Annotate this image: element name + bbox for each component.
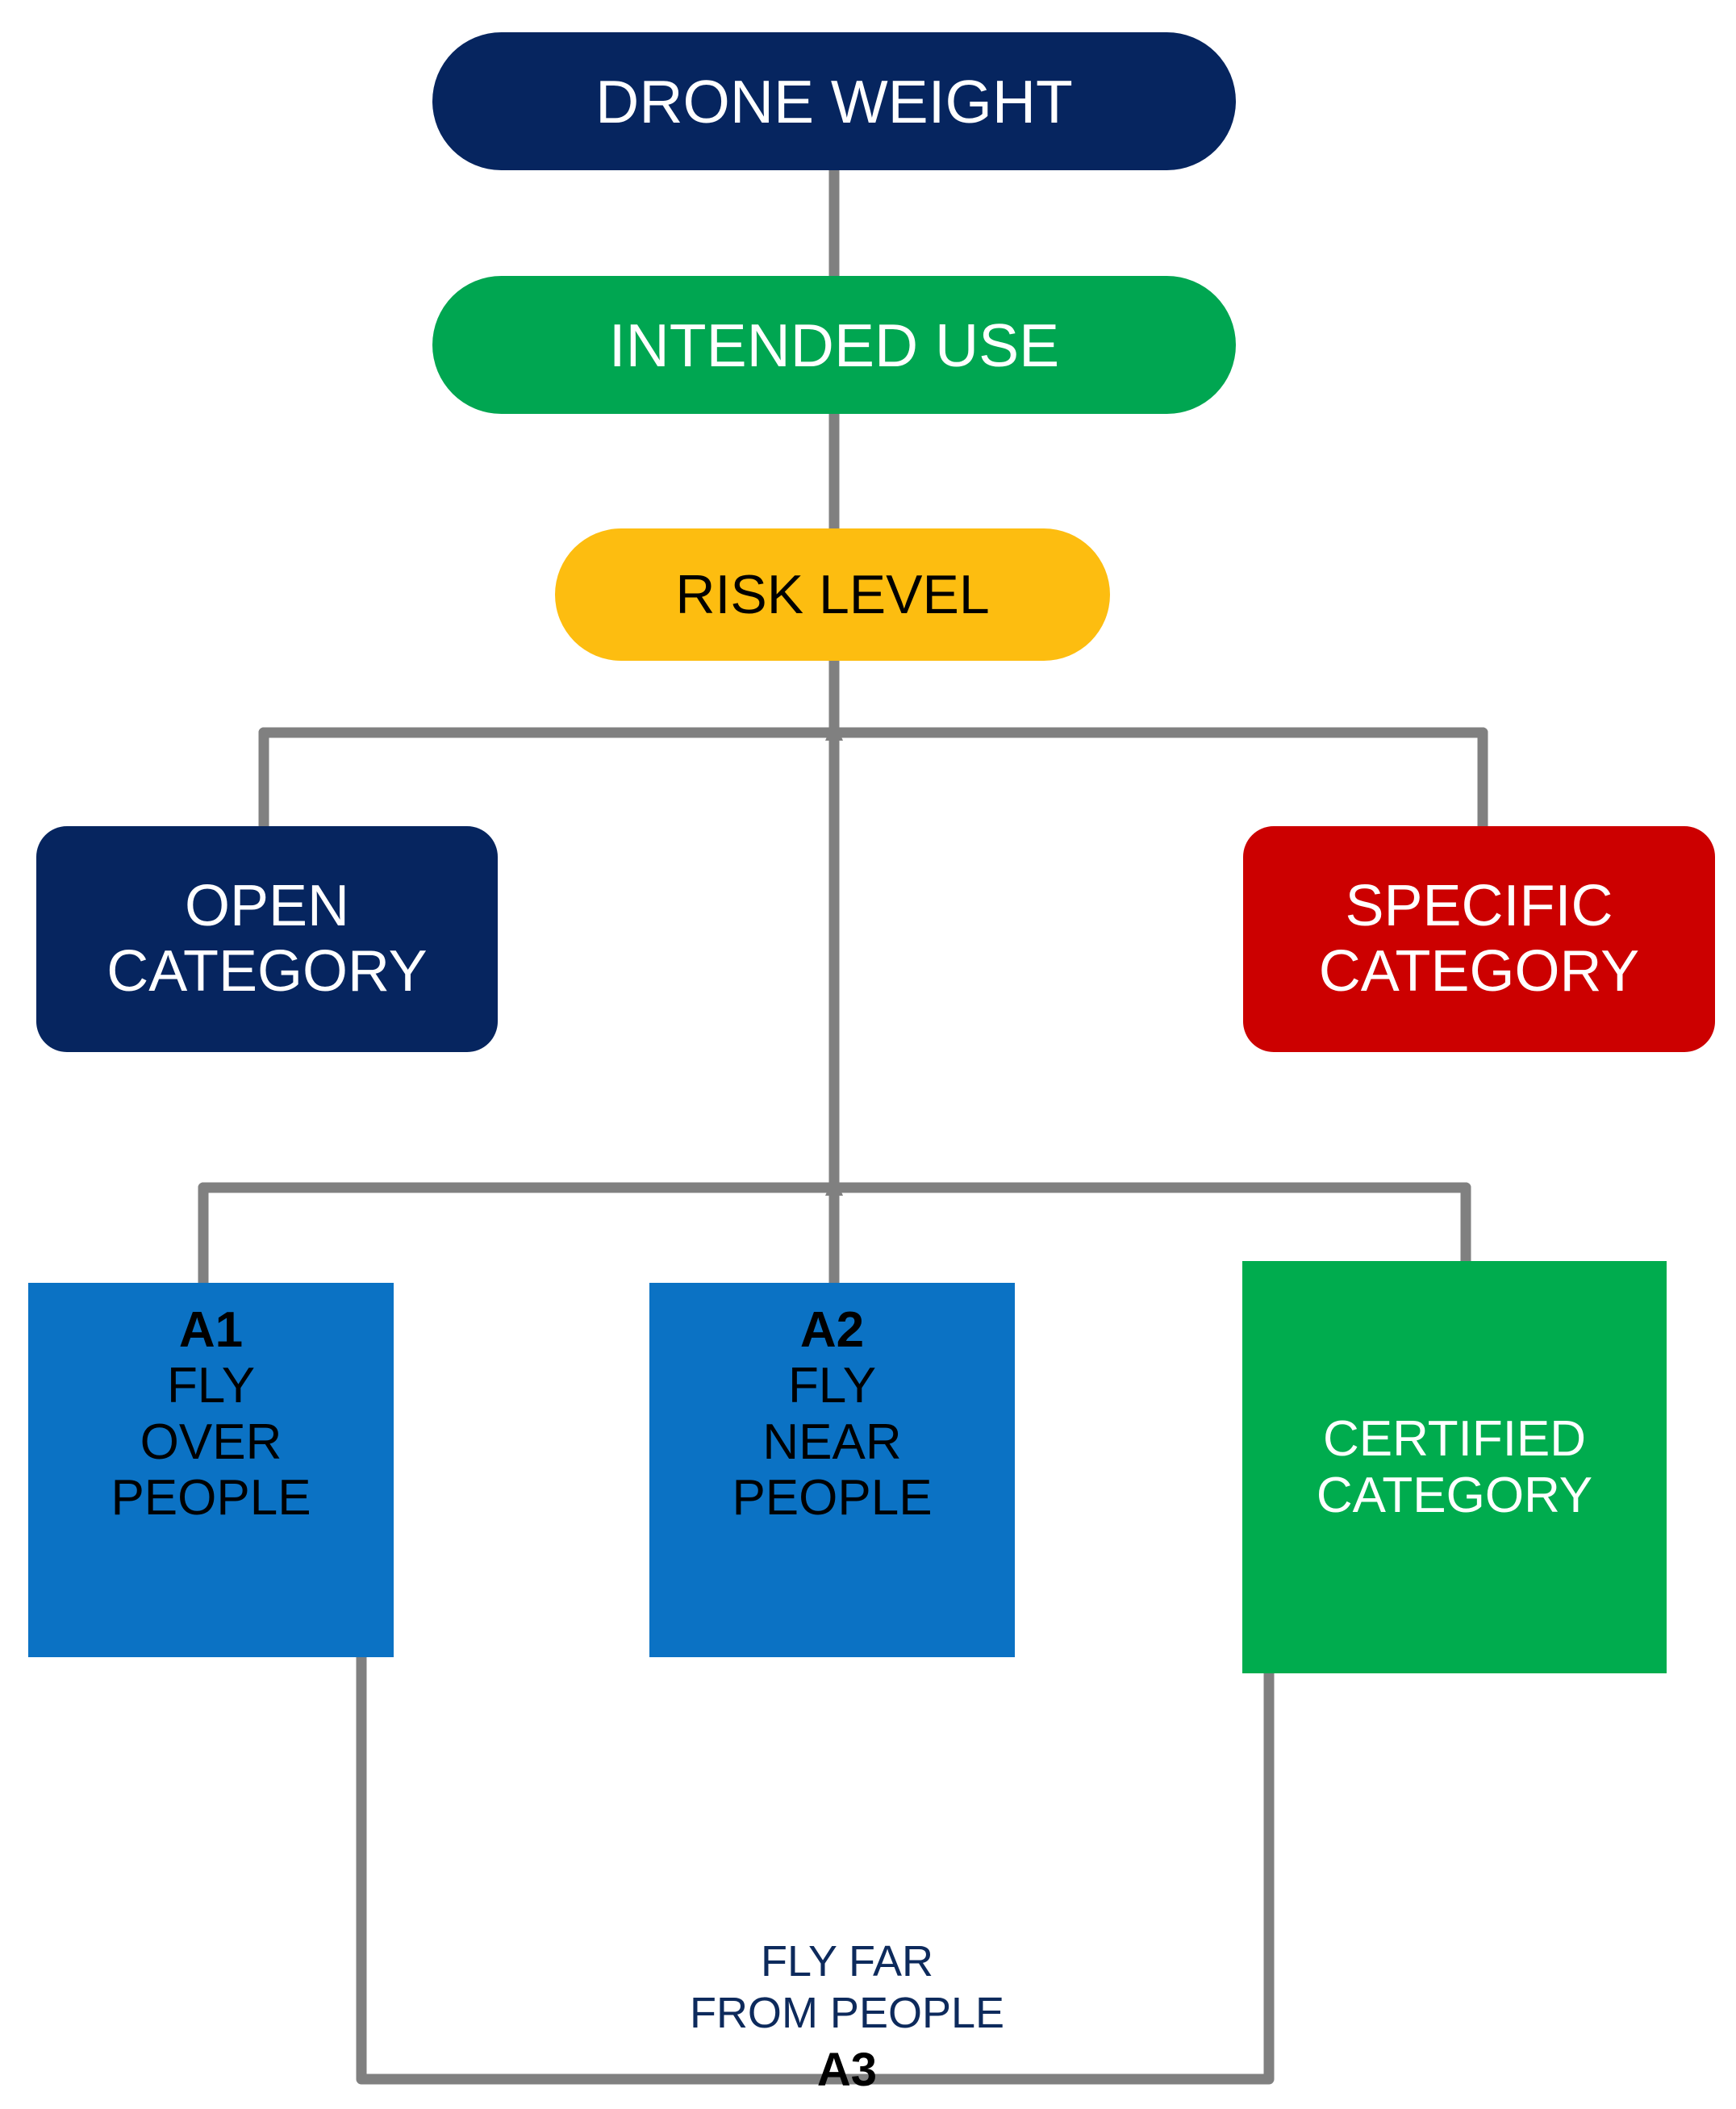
node-open-category-label: OPEN CATEGORY: [106, 874, 428, 1004]
node-intended-use[interactable]: INTENDED USE: [432, 276, 1236, 414]
node-open-category[interactable]: OPEN CATEGORY: [36, 826, 498, 1052]
node-intended-use-label: INTENDED USE: [608, 311, 1060, 379]
node-risk-level[interactable]: RISK LEVEL: [555, 528, 1110, 661]
node-a3-label: FLY FAR FROM PEOPLE: [689, 1937, 1005, 2037]
node-risk-level-label: RISK LEVEL: [675, 563, 990, 625]
node-a2-code: A2: [799, 1302, 865, 1358]
arrowhead-branch-2: [825, 1176, 843, 1196]
node-drone-weight-label: DRONE WEIGHT: [595, 67, 1073, 136]
node-specific-category[interactable]: SPECIFIC CATEGORY: [1243, 826, 1715, 1052]
node-specific-category-label: SPECIFIC CATEGORY: [1318, 874, 1640, 1004]
node-a1-code: A1: [178, 1302, 244, 1358]
node-a2-label: FLY NEAR PEOPLE: [732, 1358, 933, 1526]
arrowhead-group: [825, 720, 843, 1196]
node-a3-code: A3: [816, 2044, 878, 2096]
node-drone-weight[interactable]: DRONE WEIGHT: [432, 32, 1236, 170]
node-certified-category-label: CERTIFIED CATEGORY: [1316, 1411, 1593, 1523]
arrowhead-branch-1: [825, 720, 843, 741]
node-a1-label: FLY OVER PEOPLE: [111, 1358, 311, 1526]
node-certified-category[interactable]: CERTIFIED CATEGORY: [1242, 1261, 1667, 1673]
